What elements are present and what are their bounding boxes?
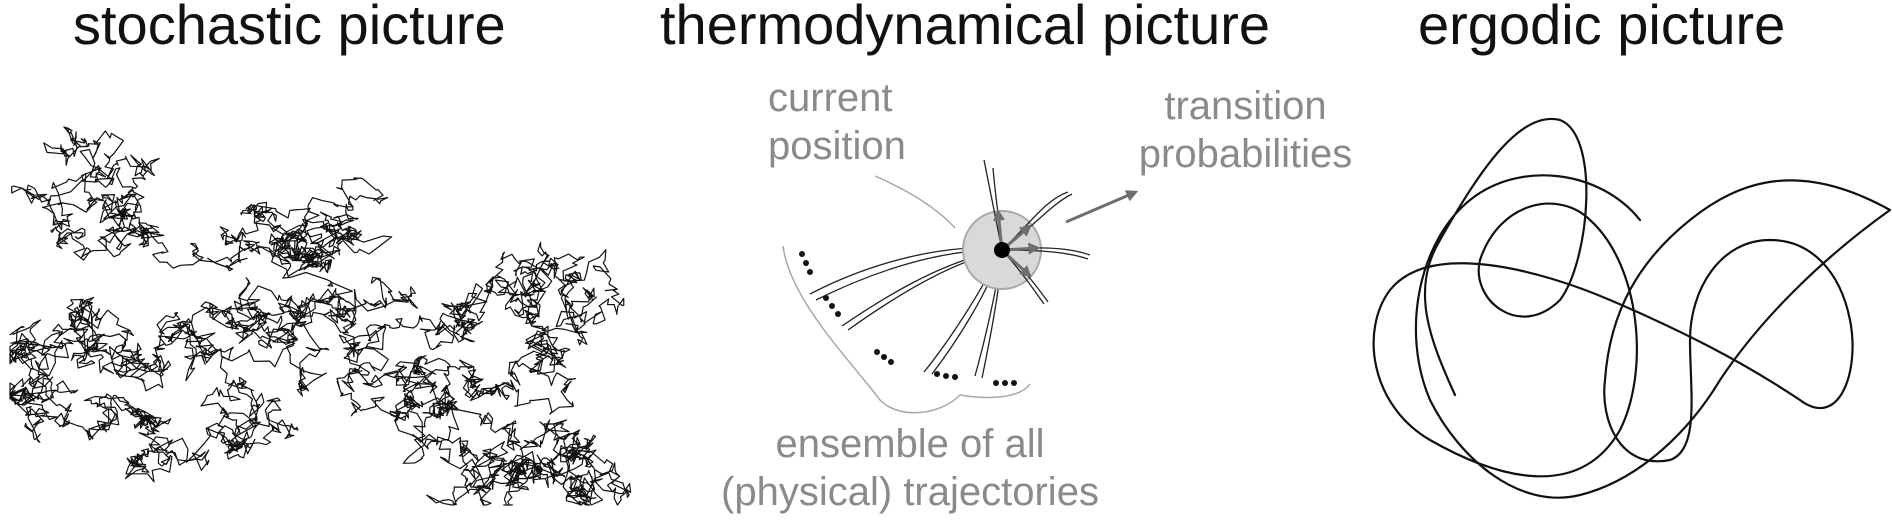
transition-probabilities-arrow	[1065, 190, 1139, 224]
stochastic-title: stochastic picture	[73, 0, 506, 56]
thermodynamical-title: thermodynamical picture	[660, 0, 1271, 56]
ergodic-trajectory	[1372, 117, 1892, 499]
current-position-dot	[994, 242, 1010, 258]
current-position-label: current position	[768, 76, 906, 168]
ensemble-ellipsis-dots	[799, 251, 1017, 386]
current-position-pointer	[874, 175, 956, 229]
ergodic-title: ergodic picture	[1418, 0, 1786, 56]
transition-probabilities-label: transition probabilities	[1138, 84, 1353, 176]
random-walk-path	[9, 126, 632, 506]
ensemble-label: ensemble of all (physical) trajectories	[721, 422, 1099, 514]
ensemble-brace	[782, 245, 1031, 414]
